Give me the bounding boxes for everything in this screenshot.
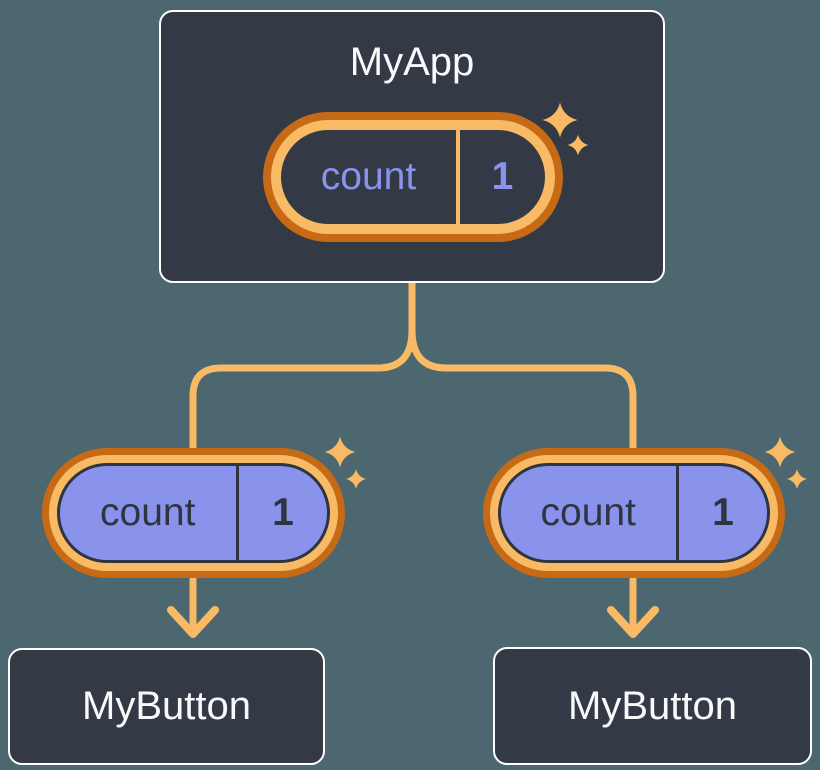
prop-pill-ring: count 1 (49, 455, 338, 571)
prop-pill-body: count 1 (57, 463, 330, 563)
prop-pill-left: count 1 (42, 448, 345, 578)
sparkle-icon (346, 469, 366, 489)
node-myapp: MyApp count 1 (159, 10, 665, 283)
state-name: count (320, 155, 417, 198)
prop-pill-body: count 1 (498, 463, 770, 563)
state-pill: count 1 (263, 112, 563, 242)
node-mybutton-left: MyButton (8, 648, 325, 765)
sparkle-icon (764, 436, 796, 468)
prop-pill-right: count 1 (483, 448, 785, 578)
sparkle-icon (787, 469, 807, 489)
node-title: MyButton (82, 684, 251, 728)
pill-divider (675, 466, 679, 560)
state-value: 1 (491, 155, 514, 198)
node-mybutton-right: MyButton (493, 647, 812, 765)
arrow-down-icon (607, 606, 659, 638)
prop-name: count (540, 491, 636, 534)
node-title: MyApp (349, 40, 475, 84)
prop-pill-ring: count 1 (490, 455, 778, 571)
arrow-down-icon (167, 606, 219, 638)
prop-name: count (100, 491, 196, 534)
node-title: MyButton (568, 683, 737, 728)
pill-divider (456, 130, 460, 224)
state-pill-ring: count 1 (271, 120, 555, 234)
sparkle-icon (324, 436, 356, 468)
prop-value: 1 (712, 491, 734, 534)
prop-value: 1 (272, 491, 294, 534)
state-pill-body: count 1 (281, 130, 545, 224)
